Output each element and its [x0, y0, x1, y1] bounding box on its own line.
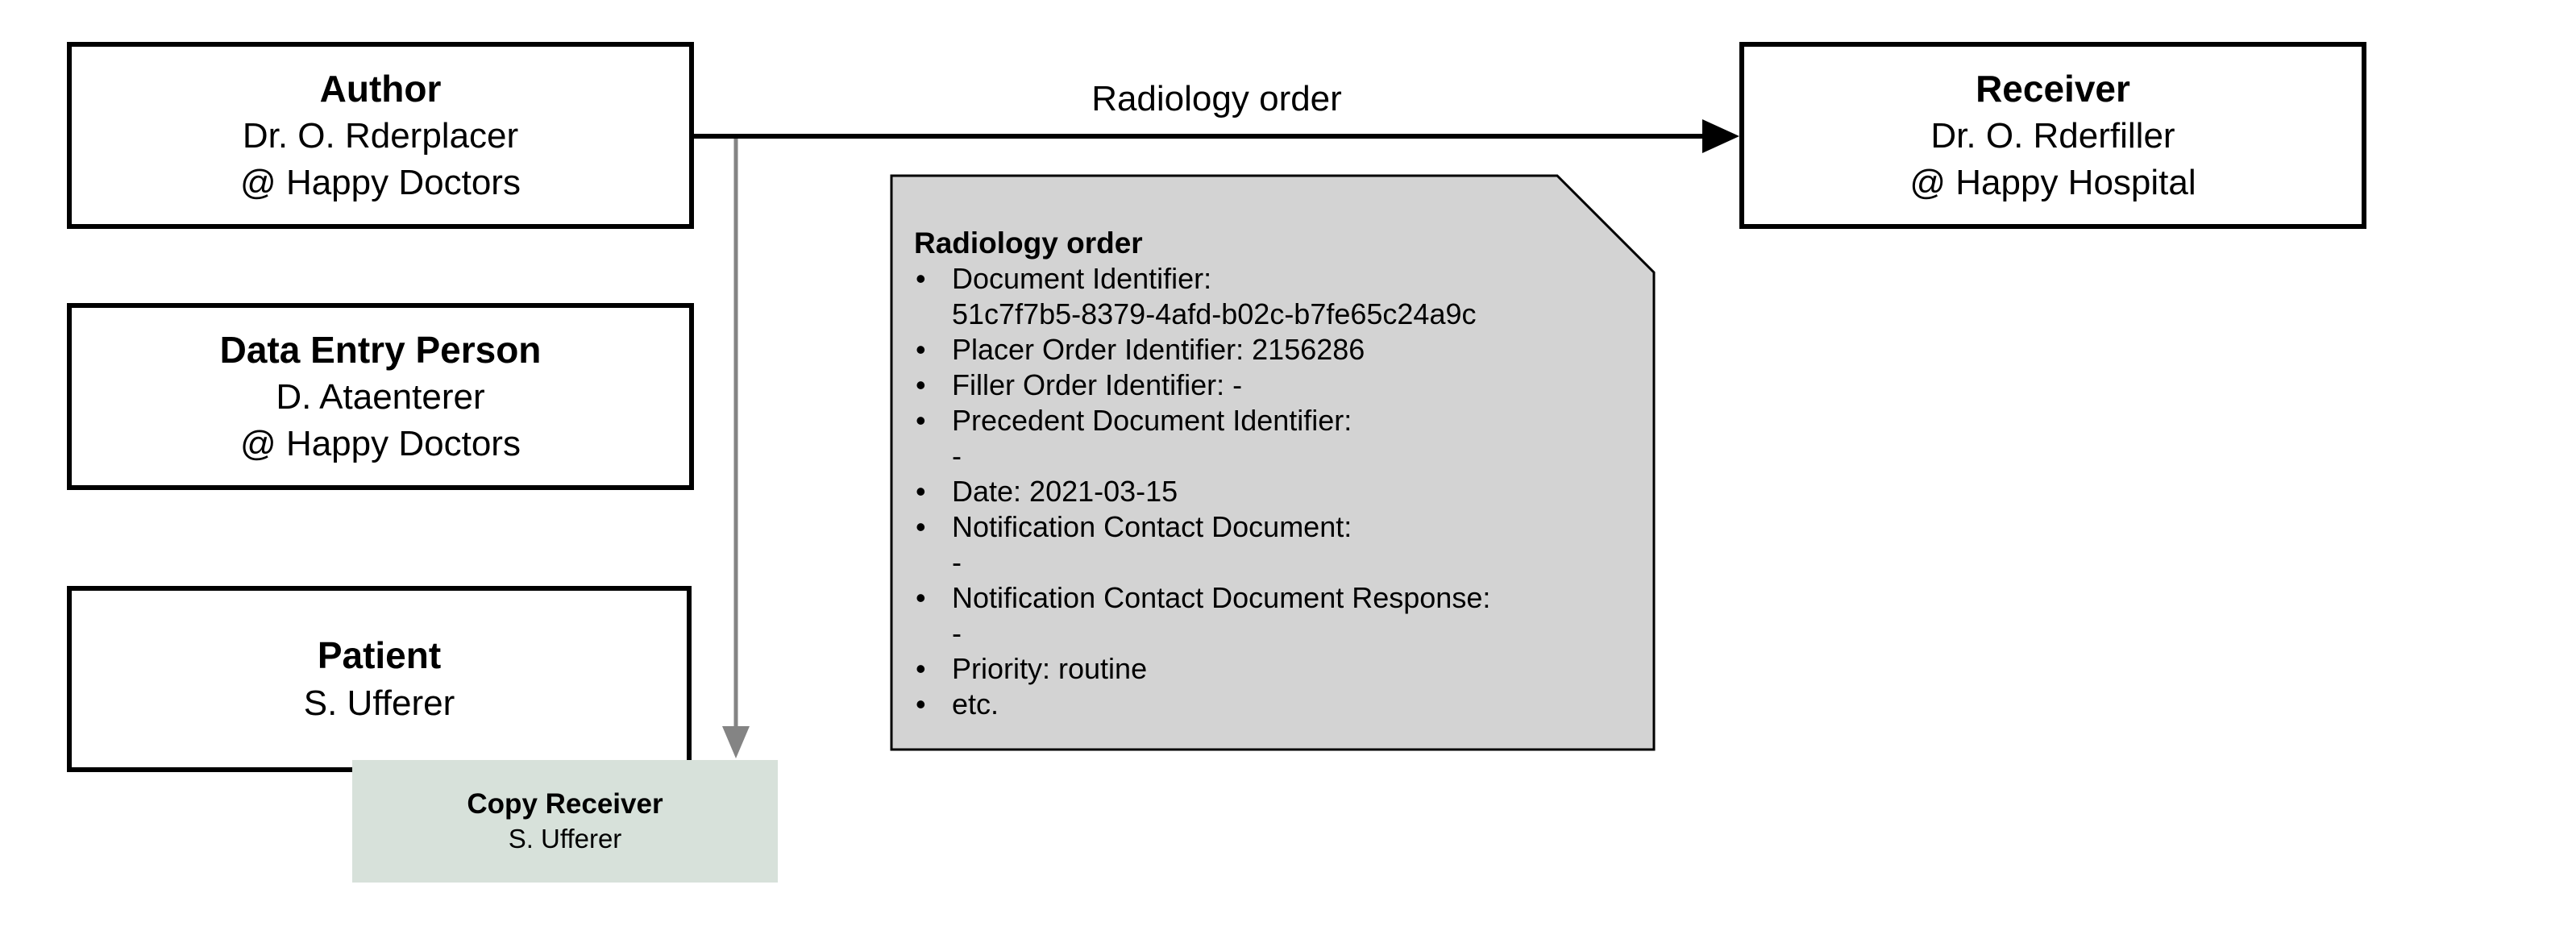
data-entry-person-title: Data Entry Person — [219, 328, 542, 371]
copy-arrowhead-icon — [722, 726, 750, 758]
copy-receiver-box: Copy Receiver S. Ufferer — [352, 760, 778, 883]
data-entry-person-box: Data Entry Person D. Ataenterer @ Happy … — [67, 303, 694, 490]
order-arrowhead-icon — [1702, 119, 1739, 153]
note-item: •etc. — [916, 687, 999, 721]
order-arrow-label: Radiology order — [1091, 79, 1342, 118]
patient-box: Patient S. Ufferer — [67, 586, 692, 772]
note-item: •Priority: routine — [916, 652, 1148, 685]
note-item: •Notification Contact Document: — [916, 510, 1352, 543]
note-title: Radiology order — [914, 226, 1143, 260]
bullet-icon: • — [916, 652, 926, 685]
note-item: •Document Identifier: — [916, 262, 1212, 295]
note-item: •Placer Order Identifier: 2156286 — [916, 333, 1365, 366]
author-box: Author Dr. O. Rderplacer @ Happy Doctors — [67, 42, 694, 229]
receiver-name: Dr. O. Rderfiller — [1930, 116, 2175, 156]
author-name: Dr. O. Rderplacer — [242, 116, 519, 156]
copy-receiver-title: Copy Receiver — [467, 787, 663, 820]
note-item: •Notification Contact Document Response: — [916, 581, 1491, 614]
note-item: •Date: 2021-03-15 — [916, 475, 1178, 508]
patient-name: S. Ufferer — [303, 683, 455, 723]
receiver-title: Receiver — [1976, 67, 2130, 110]
author-title: Author — [319, 67, 442, 110]
patient-title: Patient — [317, 634, 442, 677]
copy-receiver-name: S. Ufferer — [508, 824, 622, 854]
data-entry-person-org: @ Happy Doctors — [240, 424, 521, 464]
note-item-continuation: - — [952, 617, 962, 650]
author-org: @ Happy Doctors — [240, 163, 521, 203]
bullet-icon: • — [916, 333, 926, 366]
note-item-continuation: 51c7f7b5-8379-4afd-b02c-b7fe65c24a9c — [952, 297, 1477, 330]
data-entry-person-name: D. Ataenterer — [276, 377, 485, 417]
note-item-continuation: - — [952, 439, 962, 472]
bullet-icon: • — [916, 510, 926, 543]
bullet-icon: • — [916, 581, 926, 614]
note-item: •Filler Order Identifier: - — [916, 368, 1243, 401]
note-item-continuation: - — [952, 546, 962, 579]
note-item: •Precedent Document Identifier: — [916, 404, 1352, 437]
bullet-icon: • — [916, 687, 926, 721]
bullet-icon: • — [916, 475, 926, 508]
receiver-box: Receiver Dr. O. Rderfiller @ Happy Hospi… — [1739, 42, 2366, 229]
radiology-order-note: Radiology order •Document Identifier: 51… — [891, 176, 1654, 750]
note-shape — [890, 174, 1656, 751]
bullet-icon: • — [916, 262, 926, 295]
bullet-icon: • — [916, 404, 926, 437]
receiver-org: @ Happy Hospital — [1909, 163, 2196, 203]
bullet-icon: • — [916, 368, 926, 401]
